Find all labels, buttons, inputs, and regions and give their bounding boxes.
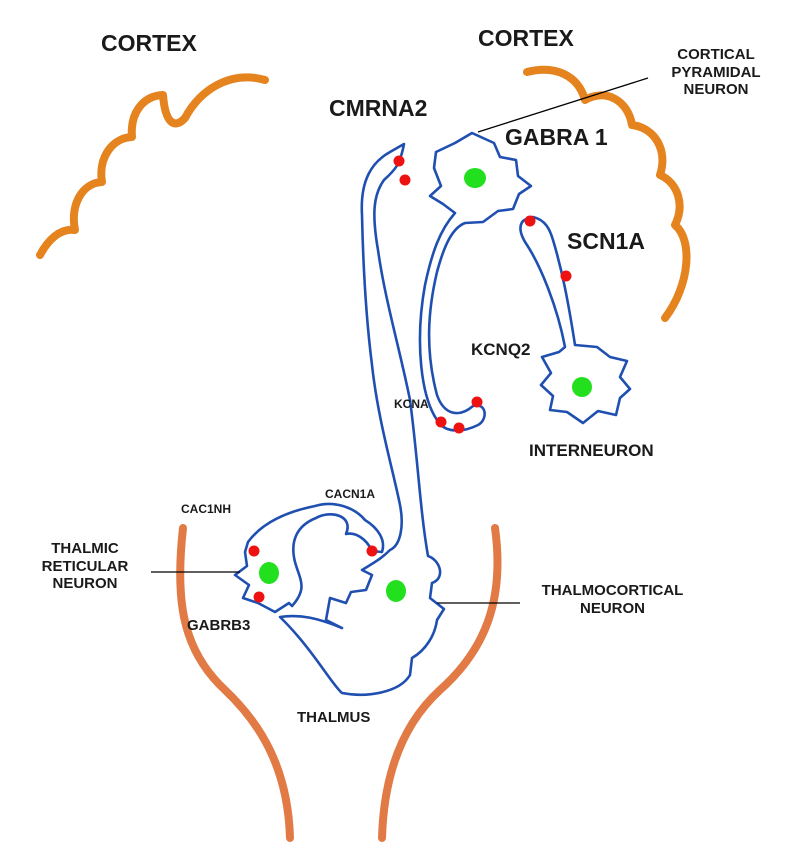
cortical-pyramidal-nucleus — [464, 168, 486, 188]
cortical-pyramidal-line-2: PYRAMIDAL — [671, 63, 761, 81]
interneuron-label: INTERNEURON — [529, 441, 654, 460]
gene-label-cacn1a: CACN1A — [325, 487, 376, 501]
gene-label-gabra1: GABRA 1 — [505, 124, 608, 150]
thalamocortical-neuron — [278, 142, 446, 697]
thalamocortical-line-1: THALMOCORTICAL — [541, 582, 684, 599]
ion-channel-gabrb3 — [253, 591, 265, 603]
thalamic-reticular-line-2: RETICULAR — [41, 557, 129, 575]
cortical-pyramidal-line-3: NEURON — [683, 81, 749, 99]
thalamic-reticular-neuron-label: THALMIC RETICULAR NEURON — [20, 540, 150, 593]
ion-channel-cmrna2-lower — [399, 174, 411, 186]
gene-label-cmrna2: CMRNA2 — [329, 95, 428, 121]
cortex-right-label: CORTEX — [478, 25, 574, 51]
thalamocortical-neuron-label: THALMOCORTICAL NEURON — [520, 582, 705, 617]
gene-label-kcna: KCNA — [394, 397, 429, 411]
cortical-pyramidal-neuron-label: CORTICAL PYRAMIDAL NEURON — [648, 46, 784, 99]
cortex-right-outline — [523, 65, 691, 322]
thalamus-left-wall — [176, 524, 294, 842]
gene-label-gabrb3: GABRB3 — [187, 617, 251, 634]
ion-channel-cacn1a — [366, 545, 378, 557]
ion-channel-cac1nh — [248, 545, 260, 557]
ion-channel-kcna-left — [435, 416, 447, 428]
thalamocortical-line-2: NEURON — [579, 599, 645, 617]
cortical-pyramidal-line-1: CORTICAL — [677, 46, 755, 63]
interneuron — [519, 215, 632, 425]
thalamus-right-wall — [378, 524, 502, 842]
gene-label-scn1a: SCN1A — [567, 228, 645, 254]
thalamic-reticular-line-3: NEURON — [52, 575, 118, 593]
thalamic-reticular-neuron — [233, 502, 385, 614]
thalamocortical-nucleus — [386, 580, 406, 602]
cortical-pyramidal-neuron — [418, 131, 533, 432]
gene-label-kcnq2: KCNQ2 — [471, 340, 531, 359]
ion-channel-scn1a-upper — [524, 215, 536, 227]
cortex-left-label: CORTEX — [101, 30, 197, 56]
gene-label-cac1nh: CAC1NH — [181, 502, 232, 516]
leader-cortical-pyramidal — [477, 77, 649, 133]
ion-channel-kcna-mid — [453, 422, 465, 434]
thalamic-reticular-nucleus — [259, 562, 279, 584]
cortex-left-outline — [36, 73, 269, 259]
thalamic-reticular-line-1: THALMIC — [51, 540, 119, 557]
interneuron-nucleus — [572, 377, 592, 397]
ion-channel-scn1a-lower — [560, 270, 572, 282]
thalamus-label: THALMUS — [297, 709, 371, 726]
ion-channel-kcna-right — [471, 396, 483, 408]
ion-channel-cmrna2-upper — [393, 155, 405, 167]
